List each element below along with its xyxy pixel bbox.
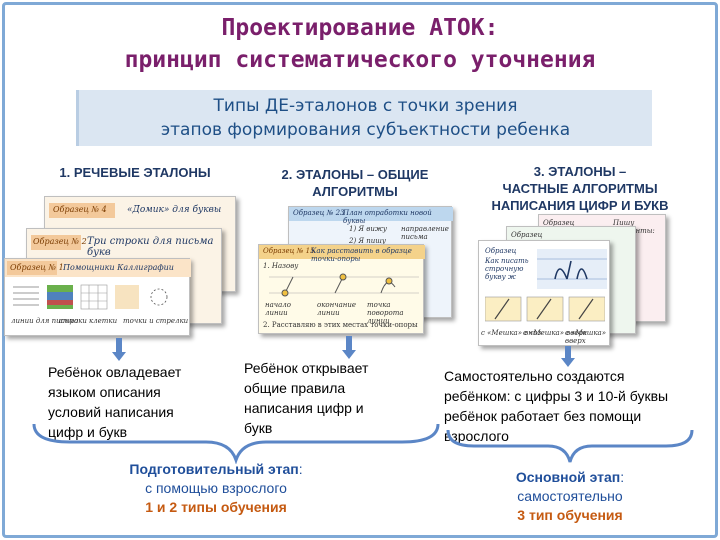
letter-zh-sample-icon (537, 249, 607, 289)
sample-card-1-label: Образец № 1 (10, 263, 64, 272)
stage-main: Основной этап: самостоятельно 3 тип обуч… (480, 468, 660, 525)
down-arrow-icon (342, 336, 356, 359)
description-1: Ребёнок овладевает языком описания услов… (48, 362, 238, 442)
card-15-step-2: 2. Расставляю в этих местах точки-опоры (263, 321, 418, 329)
category-3-heading: 3. ЭТАЛОНЫ – ЧАСТНЫЕ АЛГОРИТМЫ НАПИСАНИЯ… (470, 163, 690, 214)
card-15-step-1: 1. Назову (263, 262, 299, 270)
card-15-turn: точка поворота линии (367, 301, 404, 325)
curly-brace-icon (446, 429, 694, 463)
category-2-line-1: 2. ЭТАЛОНЫ – ОБЩИЕ (281, 167, 429, 182)
stage-2-colon: : (620, 469, 625, 485)
sample-card-1: Образец № 1 Помощники Каллиграфии линии … (4, 258, 191, 336)
sample-card-2-title: Три строки для письма букв (87, 236, 214, 258)
description-3-line-2: ребёнком: с цифры 3 и 10-й буквы (444, 388, 669, 404)
sample-card-4-label: Образец № 4 (53, 205, 107, 214)
caption-rows: строки (59, 317, 87, 325)
card-3c-label: Образец (543, 219, 575, 227)
subtitle-box: Типы ДЕ-эталонов с точки зрения этапов ф… (76, 90, 652, 146)
subtitle-line-2: этапов формирования субъектности ребенка (160, 120, 571, 140)
sample-card-23-title: План отработки новой буквы (343, 209, 432, 225)
caption-dots-arrows: точки и стрелки (123, 317, 189, 325)
description-1-line-1: Ребёнок овладевает (48, 364, 182, 380)
card-3a-bottom-1: с «Мешка» вниз (481, 329, 542, 337)
slide-title: Проектирование АТОК: принцип систематиче… (0, 12, 720, 76)
title-line-1: Проектирование АТОК: (221, 15, 499, 41)
card-3a-label: Образец (485, 247, 517, 255)
category-2-heading: 2. ЭТАЛОНЫ – ОБЩИЕ АЛГОРИТМЫ (255, 166, 455, 200)
category-1-label: 1. РЕЧЕВЫЕ ЭТАЛОНЫ (59, 165, 211, 180)
calligraphy-samples-icon (13, 284, 168, 310)
description-3-line-3: ребёнок работает без помощи (444, 408, 642, 424)
description-1-line-4: цифр и букв (48, 424, 128, 440)
category-1-heading: 1. РЕЧЕВЫЕ ЭТАЛОНЫ (30, 164, 240, 181)
category-3-line-2: ЧАСТНЫЕ АЛГОРИТМЫ (502, 181, 658, 196)
stage-1-heading: Подготовительный этап (129, 461, 299, 477)
stage-2-sub: самостоятельно (517, 488, 623, 504)
description-2-line-1: Ребёнок открывает (244, 360, 369, 376)
card-3a-bottom-2: с «Мешка» вверх (523, 329, 587, 337)
category-3-line-3: НАПИСАНИЯ ЦИФР И БУКВ (491, 198, 669, 213)
letter-element-strokes-icon (485, 296, 605, 322)
subtitle-line-1: Типы ДЕ-эталонов с точки зрения (213, 96, 518, 116)
sample-card-1-title: Помощники Каллиграфии (63, 263, 174, 272)
category-3-line-1: 3. ЭТАЛОНЫ – (533, 164, 627, 179)
stage-2-heading: Основной этап (515, 469, 621, 485)
stage-1-colon: : (298, 461, 303, 477)
stage-1-types: 1 и 2 типы обучения (145, 499, 287, 515)
stage-1-sub: с помощью взрослого (145, 480, 287, 496)
caption-cells: клетки (89, 317, 118, 325)
card-23-see: 1) Я вижу (349, 225, 387, 233)
card-3b-label: Образец (511, 231, 543, 239)
card-23-write: 2) Я пишу (349, 237, 386, 245)
sample-card-15: Образец № 15 Как расставить в образце то… (258, 244, 425, 334)
sample-card-15-title: Как расставить в образце точки-опоры (311, 247, 412, 263)
down-arrow-icon (561, 346, 575, 367)
description-1-line-2: языком описания (48, 384, 161, 400)
description-3-line-4: взрослого (444, 428, 509, 444)
stage-preparatory: Подготовительный этап: с помощью взросло… (96, 460, 336, 517)
description-3-line-1: Самостоятельно создаются (444, 368, 625, 384)
down-arrow-icon (112, 338, 126, 361)
letter-card-front: Образец Как писать строчную букву ж с «М… (478, 240, 610, 346)
card-15-end: окончание линии (317, 301, 357, 317)
caption-lines: линии для письма (11, 317, 79, 325)
sample-card-2-label: Образец № 2 (33, 237, 87, 246)
card-15-start: начало линии (265, 301, 291, 317)
letter-strokes-icon (269, 273, 419, 297)
description-2-line-3: написания цифр и (244, 400, 364, 416)
card-23-direction: направление письма (401, 225, 449, 241)
sample-card-23-label: Образец № 23 (293, 209, 345, 217)
description-3: Самостоятельно создаются ребёнком: с циф… (444, 366, 714, 446)
card-3a-title: Как писать строчную букву ж (485, 257, 529, 281)
sample-card-15-label: Образец № 15 (263, 247, 315, 255)
card-3a-bottom-3: с «Мешка» вверх (565, 329, 607, 345)
description-1-line-3: условий написания (48, 404, 174, 420)
sample-card-4-title: «Домик» для буквы (127, 205, 222, 215)
curly-brace-icon (32, 423, 440, 464)
description-2-line-4: букв (244, 420, 273, 436)
description-2-line-2: общие правила (244, 380, 346, 396)
description-2: Ребёнок открывает общие правила написани… (244, 358, 434, 438)
title-line-2: принцип систематического уточнения (124, 47, 596, 73)
category-2-line-2: АЛГОРИТМЫ (312, 184, 398, 199)
stage-2-types: 3 тип обучения (517, 507, 623, 523)
